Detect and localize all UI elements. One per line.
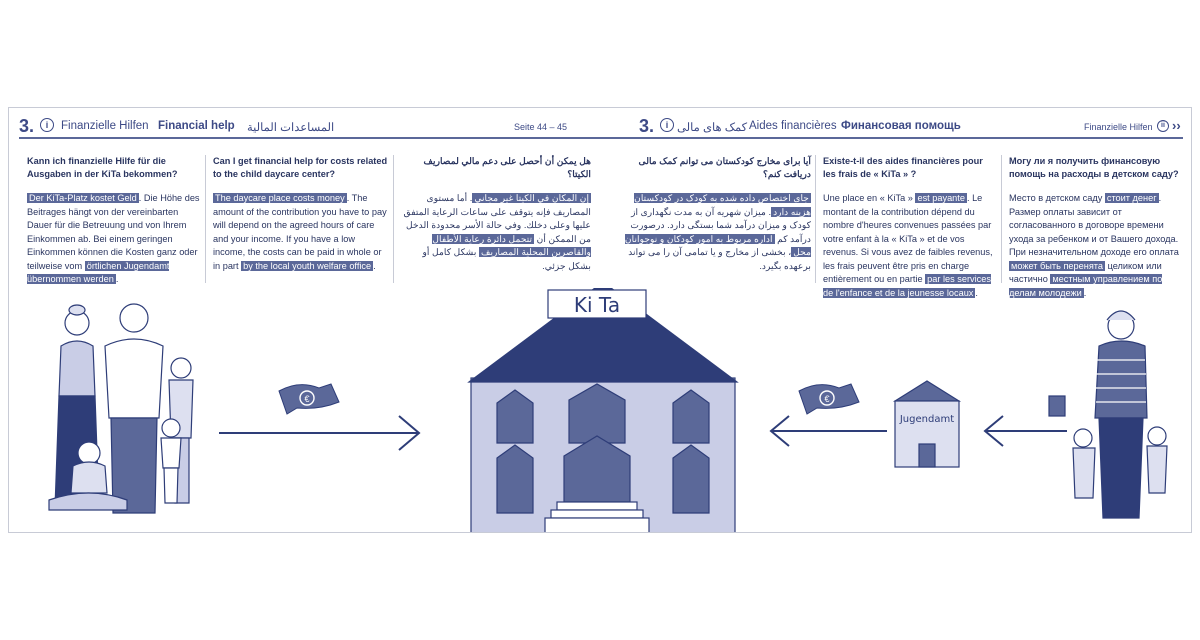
answer-de: Der KiTa-Platz kostet Geld. Die Höhe des… — [27, 192, 202, 287]
father-head — [119, 303, 149, 333]
title-fr: Aides financières — [749, 120, 837, 132]
answer-text: . أما مستوى المصاريف فإنه يتوقف على ساعا… — [403, 193, 591, 244]
kita-building: Ki Ta — [467, 288, 739, 532]
kita-sign — [547, 289, 647, 319]
title-ar: المساعدات المالية — [247, 122, 335, 134]
column-divider — [1001, 155, 1002, 283]
title-de: Finanzielle Hilfen — [61, 120, 149, 132]
page-reference: Seite 44 – 45 — [514, 122, 568, 132]
arrow-left — [769, 415, 887, 447]
purse-icon — [1048, 395, 1066, 417]
info-icon: i — [660, 118, 674, 132]
answer-en: The daycare place costs money. The amoun… — [213, 192, 388, 273]
jugendamt-sign: Jugendamt — [899, 414, 954, 425]
column-kurdish: آیا برای مخارج کودکستان می توانم کمک مال… — [621, 155, 811, 273]
euro-symbol: € — [824, 394, 829, 404]
answer-text: . — [1083, 287, 1087, 298]
title-en: Financial help — [158, 120, 235, 132]
column-divider — [393, 155, 394, 283]
father-shirt — [104, 338, 164, 419]
question-ru: Могу ли я получить финансовую помощь на … — [1009, 156, 1179, 179]
answer-text: . — [115, 274, 119, 284]
money-flag-icon: € — [798, 383, 860, 415]
answer-text: . — [373, 260, 376, 271]
column-french: Existe-t-il des aides financières pour l… — [823, 155, 998, 300]
chapter-number-left: 3. — [19, 116, 35, 136]
arrow-right — [219, 415, 421, 451]
info-icon: i — [40, 118, 54, 132]
column-german: Kann ich finanzielle Hilfe für die Ausga… — [27, 155, 202, 287]
answer-text: ، بخشی از مخارج و یا تمامی آن را می توان… — [628, 247, 811, 271]
answer-ru: Место в детском саду стоит денег. Размер… — [1009, 192, 1184, 300]
answer-text: Une place en « KiTa » — [823, 193, 916, 203]
answer-text: . Размер оплаты зависит от согласованног… — [1009, 193, 1179, 257]
highlight: est payante — [915, 193, 967, 203]
highlight: стоит денег — [1104, 193, 1159, 203]
column-divider — [815, 155, 816, 283]
answer-text: بشكل كامل أو بشكل جزئي. — [422, 247, 591, 271]
chapter-number-right: 3. — [639, 116, 655, 136]
question-de: Kann ich finanzielle Hilfe für die Ausga… — [27, 156, 178, 179]
highlight: The daycare place costs money — [213, 193, 347, 203]
answer-text: . — [975, 287, 978, 298]
section-icon: ii — [1157, 120, 1169, 132]
page-header: 3. i Finanzielle Hilfen Financial help ا… — [9, 108, 1191, 140]
question-ku: آیا برای مخارج کودکستان می توانم کمک مال… — [638, 156, 811, 179]
answer-text: . Le montant de la contribution dépend d… — [823, 193, 993, 284]
answer-ar: إن المكان في الكيتا غير مجاني. أما مستوى… — [401, 192, 591, 273]
family-illustration — [48, 303, 194, 514]
answer-fr: Une place en « KiTa » est payante. Le mo… — [823, 192, 998, 300]
highlight: Der KiTa-Platz kostet Geld — [27, 193, 139, 203]
answer-text: Место в детском саду — [1009, 193, 1105, 203]
answer-text: . میزان شهریه آن به مدت نگهداری از کودک … — [630, 206, 811, 244]
caregiver-illustration — [1048, 310, 1168, 519]
answer-text: . Die Höhe des Beitrages hängt von der v… — [27, 193, 200, 271]
column-english: Can I get financial help for costs relat… — [213, 155, 388, 273]
answer-text: целиком или частично — [1009, 260, 1162, 285]
answer-text: . The amount of the contribution you hav… — [213, 193, 387, 271]
title-ru: Финансовая помощь — [841, 120, 961, 132]
question-fr: Existe-t-il des aides financières pour l… — [823, 156, 983, 179]
title-ku: کمک های مالی — [677, 122, 748, 134]
brochure-spread: 3. i Finanzielle Hilfen Financial help ا… — [8, 107, 1192, 533]
column-arabic: هل يمكن أن أحصل على دعم مالي لمصاريف الك… — [401, 155, 591, 273]
illustration: € Ki Ta — [48, 288, 1168, 532]
father-trousers — [110, 417, 158, 514]
kita-sign-text: Ki Ta — [574, 293, 620, 317]
mother-body — [58, 340, 96, 397]
highlight: by the local youth welfare office — [241, 260, 374, 271]
header-rule — [19, 137, 1183, 139]
money-flag-icon: € — [278, 383, 340, 415]
highlight: может быть перенята — [1009, 260, 1106, 271]
question-en: Can I get financial help for costs relat… — [213, 156, 388, 179]
next-page-arrows[interactable]: ›› — [1172, 118, 1181, 133]
jugendamt-building: Jugendamt — [892, 380, 962, 468]
column-divider — [205, 155, 206, 283]
column-russian: Могу ли я получить финансовую помощь на … — [1009, 155, 1184, 300]
question-ar: هل يمكن أن أحصل على دعم مالي لمصاريف الك… — [423, 156, 592, 179]
arrow-left — [983, 415, 1067, 447]
highlight: إن المكان في الكيتا غير مجاني — [472, 193, 591, 203]
striped-sweater — [1094, 340, 1148, 419]
section-label: Finanzielle Hilfen — [1084, 122, 1153, 132]
euro-symbol: € — [304, 394, 309, 404]
answer-ku: جای اختصاص داده شده به کودک در کودکستان … — [621, 192, 811, 273]
